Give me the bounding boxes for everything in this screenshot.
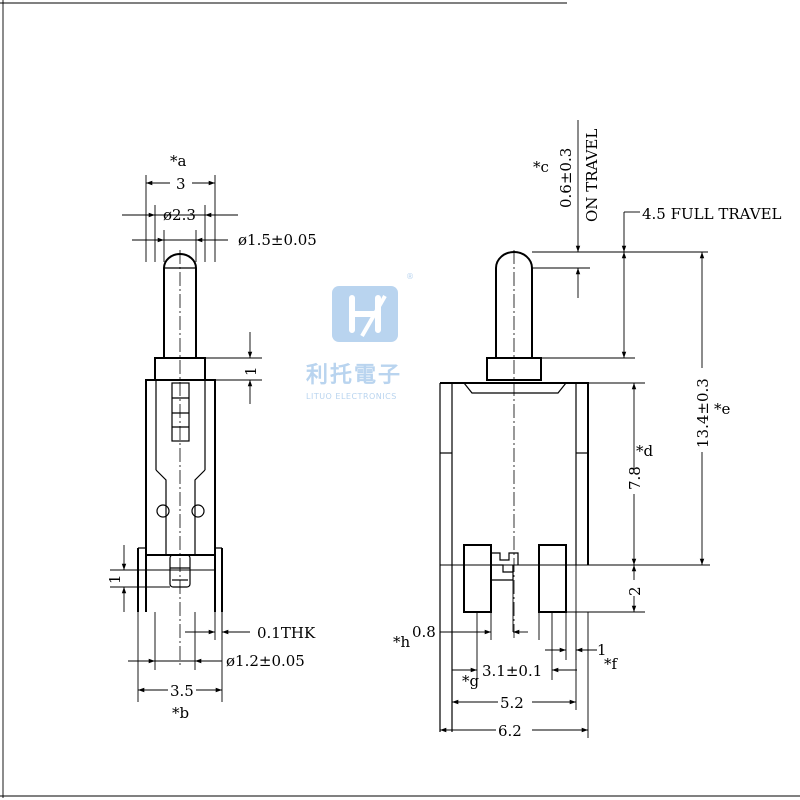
tag-a: *a bbox=[170, 152, 187, 170]
tag-h: *h bbox=[393, 633, 411, 651]
label-on-travel: ON TRAVEL bbox=[583, 129, 601, 222]
dim-width-5-2: 5.2 bbox=[500, 694, 524, 712]
right-front-view bbox=[439, 250, 589, 732]
dim-width-3-5: 3.5 bbox=[170, 682, 194, 700]
right-dimensions: *c 0.6±0.3 ON TRAVEL 4.5 FULL TRAVEL 13.… bbox=[393, 120, 782, 740]
dim-1-top: 1 bbox=[242, 366, 260, 376]
tag-d: *d bbox=[636, 442, 654, 460]
dim-on-travel: 0.6±0.3 bbox=[557, 148, 575, 208]
dim-width-6-2: 6.2 bbox=[498, 722, 522, 740]
dim-height-13-4: 13.4±0.3 bbox=[694, 378, 712, 448]
dim-2: 2 bbox=[626, 586, 644, 596]
dim-thk: 0.1THK bbox=[257, 624, 316, 642]
dim-3-1: 3.1±0.1 bbox=[482, 662, 542, 680]
dim-dia-1-5: ø1.5±0.05 bbox=[238, 231, 317, 249]
tag-c: *c bbox=[533, 158, 549, 176]
left-side-view bbox=[137, 250, 223, 665]
tag-g: *g bbox=[462, 672, 480, 690]
dim-dia-2-3: ø2.3 bbox=[163, 206, 196, 224]
dim-1-side: 1 bbox=[106, 574, 124, 584]
dim-width-3: 3 bbox=[176, 175, 186, 193]
dim-0-8: 0.8 bbox=[412, 623, 436, 641]
tag-b: *b bbox=[172, 704, 189, 722]
company-logo: ® 利托電子 LITUO ELECTRONICS bbox=[306, 272, 415, 401]
logo-chinese-text: 利托電子 bbox=[306, 363, 402, 388]
left-dimensions: *a 3 ø2.3 ø1.5±0.05 1 1 0.1THK bbox=[106, 152, 317, 722]
dim-1-right: 1 bbox=[597, 641, 607, 659]
logo-english-text: LITUO ELECTRONICS bbox=[306, 392, 397, 401]
tag-f: *f bbox=[604, 655, 619, 673]
dim-height-7-8: 7.8 bbox=[626, 466, 644, 490]
dim-dia-1-2: ø1.2±0.05 bbox=[226, 652, 305, 670]
dim-full-travel: 4.5 FULL TRAVEL bbox=[642, 205, 782, 223]
registered-mark: ® bbox=[406, 272, 415, 281]
tag-e: *e bbox=[714, 400, 731, 418]
